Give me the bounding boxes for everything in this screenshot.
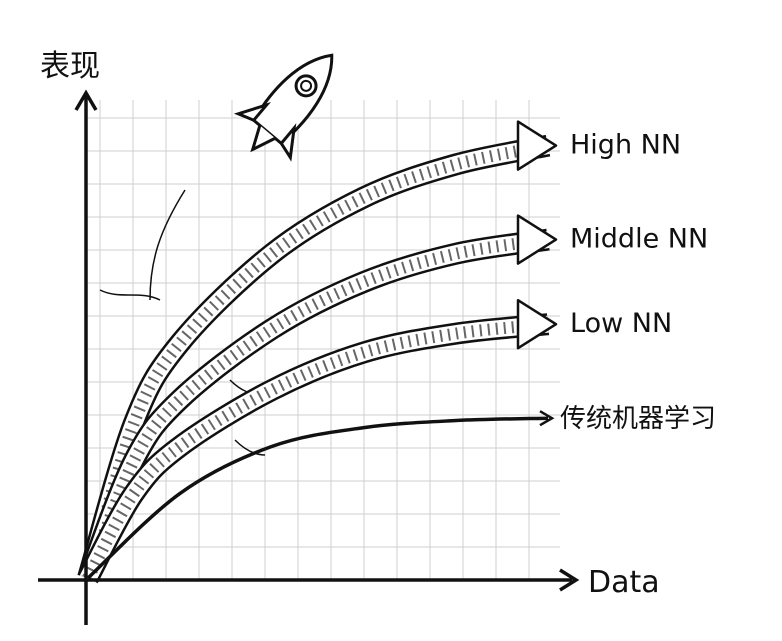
series-label-low-nn: Low NN [570, 308, 672, 339]
series-layer [77, 120, 558, 584]
motion-lines [99, 189, 266, 456]
arrowhead-icon [516, 298, 558, 350]
x-axis-label: Data [588, 565, 660, 600]
series-label-high-nn: High NN [570, 130, 681, 161]
series-band-hatching [82, 318, 549, 581]
rocket-illustration [233, 53, 334, 162]
series-band-outline [77, 228, 550, 583]
axes [38, 89, 580, 625]
series-line [86, 416, 549, 580]
arrowhead-icon [539, 410, 555, 427]
arrowhead-icon [516, 214, 558, 265]
series-label-middle-nn: Middle NN [570, 224, 708, 255]
series-band-fill [79, 137, 550, 581]
series-label-传统机器学习: 传统机器学习 [560, 404, 716, 434]
x-axis-arrow-icon [559, 568, 580, 592]
y-axis-arrow-icon [74, 89, 98, 111]
y-axis-label: 表现 [40, 49, 100, 84]
arrowhead-icon [516, 120, 558, 171]
series-band-hatching [82, 233, 549, 581]
